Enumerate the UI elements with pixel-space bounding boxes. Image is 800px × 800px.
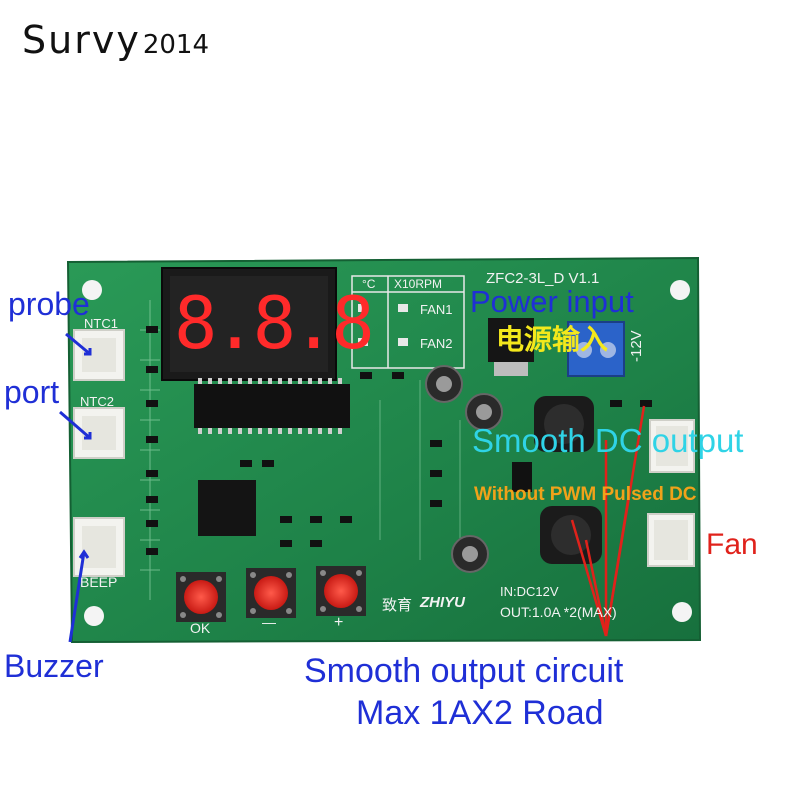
rpm-unit-label: X10RPM (394, 277, 443, 291)
mcu-chip (198, 480, 256, 536)
fan-annotation: Fan (706, 528, 758, 561)
ok-label: OK (190, 620, 211, 636)
voltage-regulator (488, 318, 534, 362)
maker-label: ZHIYU (420, 594, 465, 611)
mount-hole (670, 280, 690, 300)
minus-button (246, 568, 296, 618)
inductor (540, 506, 602, 564)
board-model-label: ZFC2-3L_D V1.1 (486, 270, 600, 287)
ok-button (176, 572, 226, 622)
voltage-label: -12V (628, 330, 645, 362)
minus-label: — (262, 614, 276, 630)
inductor (534, 396, 594, 452)
mount-hole (82, 280, 102, 300)
mount-hole (84, 606, 104, 626)
annotation-arrows (59, 332, 92, 643)
probe-annotation: probe (8, 286, 90, 322)
fan-output-connector-2 (647, 513, 695, 567)
brand-name: Survy (22, 18, 141, 62)
capacitor (451, 535, 489, 573)
smooth-dc-annotation: Smooth DC output (472, 422, 744, 459)
without-pwm-annotation: Without PWM Pulsed DC (474, 484, 697, 505)
small-ic (512, 462, 532, 492)
fan2-label: FAN2 (420, 336, 453, 351)
beep-label: BEEP (80, 574, 118, 590)
output-spec-label: OUT:1.0A *2(MAX) (500, 604, 617, 620)
plus-button (316, 566, 366, 616)
power-input-cn-annotation: 电源输入 (496, 324, 609, 355)
fan-output-connector-1 (649, 419, 695, 473)
display-digits: 8.8.8 (174, 281, 375, 365)
celsius-label: °C (362, 277, 376, 291)
ic-chip (194, 384, 350, 428)
maker-cn-label: 致育 (382, 597, 413, 614)
input-spec-label: IN:DC12V (500, 584, 559, 599)
capacitor (425, 365, 463, 403)
brand-logo: Survy2014 (22, 18, 209, 62)
smooth-circuit-annotation: Smooth output circuit (304, 652, 624, 690)
buzzer-annotation: Buzzer (4, 648, 104, 684)
plus-label: + (334, 614, 344, 631)
red-pointer-lines (570, 405, 646, 637)
ntc1-label: NTC1 (84, 316, 118, 331)
ntc2-connector (73, 407, 125, 459)
mount-hole (672, 602, 692, 622)
fan1-label: FAN1 (420, 302, 453, 317)
power-terminal-block (567, 321, 625, 377)
port-annotation: port (4, 374, 60, 410)
max-road-annotation: Max 1AX2 Road (356, 694, 604, 732)
capacitor (465, 393, 503, 431)
brand-year: 2014 (142, 30, 209, 60)
power-input-annotation: Power input (470, 284, 634, 319)
ntc1-connector (73, 329, 125, 381)
ntc2-label: NTC2 (80, 394, 114, 409)
